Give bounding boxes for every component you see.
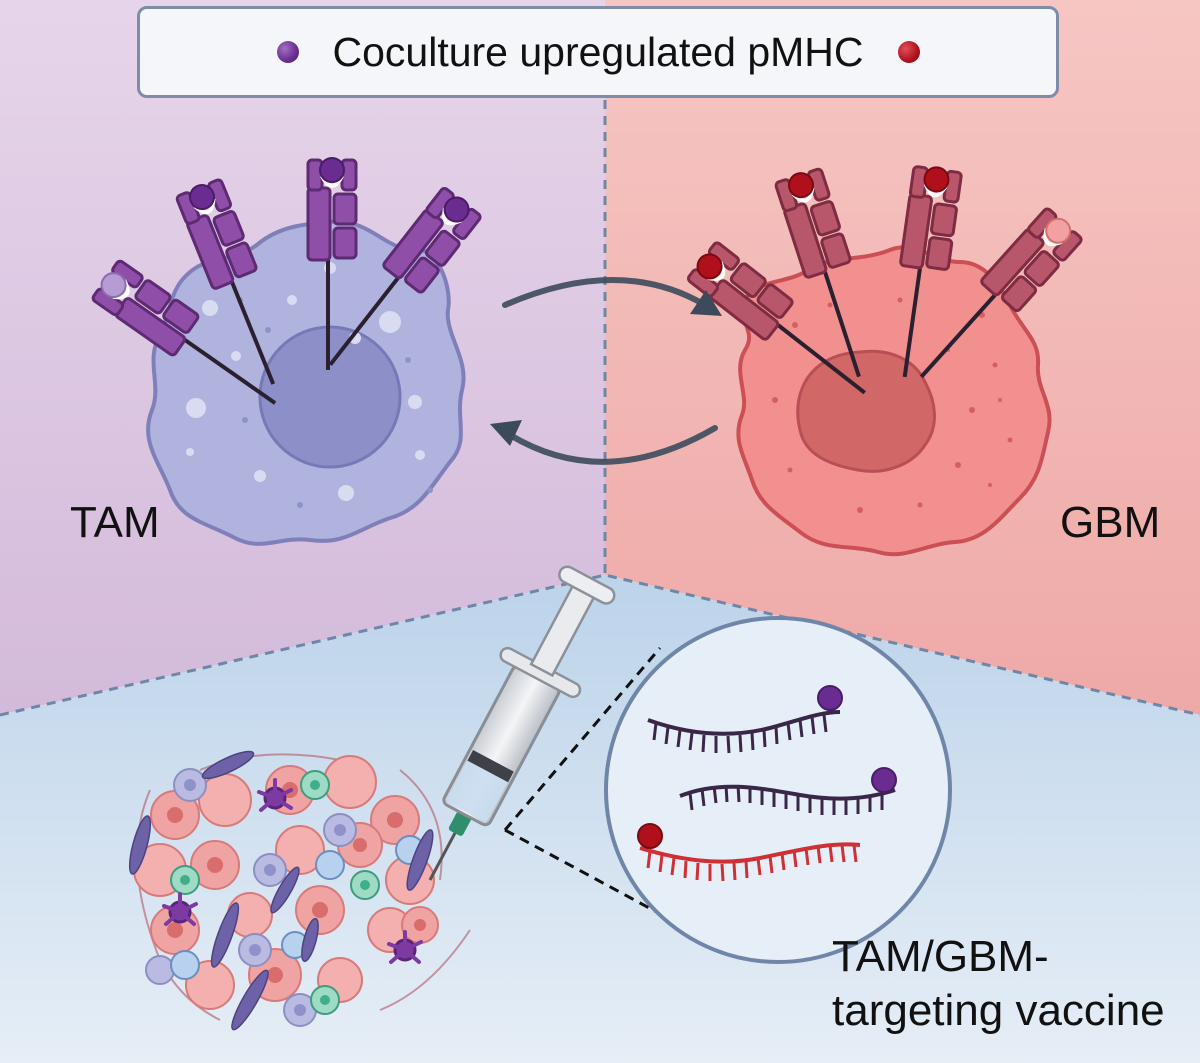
vaccine-label-line2: targeting vaccine <box>832 986 1165 1035</box>
gbm-pmhc-dot-icon <box>897 41 920 63</box>
interaction-arrows <box>490 277 722 465</box>
gbm-mhc-receptors <box>684 164 1085 411</box>
gbm-cell-icon <box>736 245 1052 557</box>
syringe-icon <box>428 565 616 881</box>
divider-dashed <box>0 573 1200 717</box>
tam-label: TAM <box>70 498 160 547</box>
tam-pmhc-dot-icon <box>276 41 299 63</box>
legend-text: Coculture upregulated pMHC <box>332 28 864 75</box>
vaccine-label-line1: TAM/GBM- <box>832 932 1049 981</box>
legend: Coculture upregulated pMHC <box>137 6 1059 98</box>
gbm-label: GBM <box>1060 498 1161 547</box>
tumor-cluster-icon <box>128 750 471 1031</box>
mrna-strand-icon <box>604 616 952 964</box>
tam-mhc-receptors <box>89 157 484 422</box>
vaccine-label: TAM/GBM- targeting vaccine <box>832 930 1165 1038</box>
